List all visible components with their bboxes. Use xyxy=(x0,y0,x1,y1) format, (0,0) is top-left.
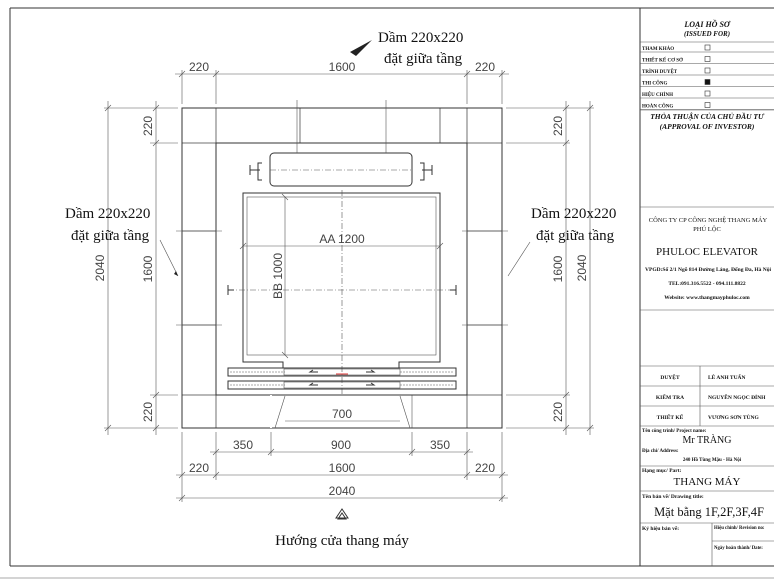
beam-label-right-2: đặt giữa tầng xyxy=(536,228,615,244)
issue-type-checkbox[interactable] xyxy=(704,56,711,62)
door-sills: 700 xyxy=(227,367,457,429)
dim-right-top: 220 xyxy=(551,116,565,136)
car-depth-label: BB 1000 xyxy=(271,253,285,299)
door-clear-dim: 700 xyxy=(332,407,352,421)
beam-label-right: Dầm 220x220 xyxy=(531,206,616,222)
issue-type-label: THI CÔNG xyxy=(642,81,668,87)
dim-bottom-left-220: 220 xyxy=(189,461,209,475)
dim-left-overall: 2040 xyxy=(93,254,107,281)
signature-name: VƯƠNG SƠN TÙNG xyxy=(708,413,759,421)
part-label: Hạng mục/ Part: xyxy=(642,468,682,474)
brand-name: PHULOC ELEVATOR xyxy=(656,246,759,258)
top-dimensions: 220 1600 220 xyxy=(175,60,509,104)
company-phone: TEL:091.316.5522 - 094.111.8822 xyxy=(668,281,746,287)
dim-bottom-2040: 2040 xyxy=(329,484,356,498)
dim-bottom-right-350: 350 xyxy=(430,438,450,452)
beam-label-top-2: đặt giữa tầng xyxy=(384,51,463,67)
dim-bottom-right-220: 220 xyxy=(475,461,495,475)
approval-title: THỎA THUẬN CỦA CHỦ ĐẦU TƯ xyxy=(650,111,765,121)
issue-type-label: HOÀN CÔNG xyxy=(642,104,673,110)
dim-top-left: 220 xyxy=(189,60,209,74)
drawing-title-label: Tên bản vẽ/ Drawing title: xyxy=(642,494,704,500)
dim-top-right: 220 xyxy=(475,60,495,74)
signature-role: DUYỆT xyxy=(660,373,680,381)
beam-label-left-2: đặt giữa tầng xyxy=(71,228,150,244)
counterweight xyxy=(249,100,433,187)
company-name: CÔNG TY CP CÔNG NGHỆ THANG MÁY xyxy=(649,216,768,224)
drawing-title: Mặt bằng 1F,2F,3F,4F xyxy=(654,505,764,519)
beam-label-left: Dầm 220x220 xyxy=(65,206,150,222)
beam-label-top: Dầm 220x220 xyxy=(378,30,463,46)
issue-type-checkbox[interactable] xyxy=(704,102,711,108)
direction-arrow-icon xyxy=(335,508,349,520)
signature-name: NGUYỄN NGỌC ĐỈNH xyxy=(708,393,766,401)
beam-labels: Dầm 220x220 đặt giữa tầng Dầm 220x220 đặ… xyxy=(65,30,616,277)
car-width-label: AA 1200 xyxy=(319,232,365,246)
dim-right-bottom: 220 xyxy=(551,402,565,422)
dim-right-overall: 2040 xyxy=(575,254,589,281)
issue-type-checkbox[interactable] xyxy=(704,79,711,85)
approval-subtitle: (APPROVAL OF INVESTOR) xyxy=(660,122,755,131)
project-name: Mr TRÀNG xyxy=(683,434,732,446)
company-website: Website: www.thangmayphuloc.com xyxy=(664,295,750,301)
address-label: Địa chỉ/ Address: xyxy=(642,449,679,454)
elevator-car: AA 1200 BB 1000 xyxy=(227,190,457,395)
dim-left-middle: 1600 xyxy=(141,255,155,282)
issued-for-title: LOẠI HỒ SƠ xyxy=(683,19,731,29)
drawing-code-label: Ký hiệu bản vẽ: xyxy=(642,526,679,532)
revision-label: Hiệu chỉnh/ Revision no: xyxy=(714,526,765,531)
issued-for-subtitle: (ISSUED FOR) xyxy=(684,30,730,38)
dim-bottom-1600: 1600 xyxy=(329,461,356,475)
issue-type-checkbox[interactable] xyxy=(704,67,711,74)
guide-rail-icon xyxy=(227,285,457,295)
issue-type-label: HIỆU CHỈNH xyxy=(642,92,673,98)
bottom-dimensions: 350 900 350 220 1600 220 2040 xyxy=(176,432,508,502)
dim-left-bottom: 220 xyxy=(141,402,155,422)
left-dimensions: 2040 220 1600 220 xyxy=(93,101,222,435)
issue-type-checkbox[interactable] xyxy=(704,44,711,51)
signature-role: THIẾT KẾ xyxy=(657,413,684,421)
dim-right-middle: 1600 xyxy=(551,255,565,282)
issue-type-label: THIẾT KẾ CƠ SỞ xyxy=(642,58,683,64)
date-label: Ngày hoàn thành/ Date: xyxy=(714,546,763,551)
part-name: THANG MÁY xyxy=(674,476,741,488)
signature-name: LÊ ANH TUẤN xyxy=(708,373,746,381)
sheet-frame xyxy=(0,7,774,579)
issue-type-label: THAM KHẢO xyxy=(642,46,674,52)
right-dimensions: 220 1600 220 2040 xyxy=(462,101,594,435)
project-address: 240 Hồ Tùng Mậu - Hà Nội xyxy=(683,458,742,463)
door-direction-label: Hướng cửa thang máy xyxy=(275,533,409,549)
issue-type-checkbox[interactable] xyxy=(704,90,711,97)
signature-role: KIỂM TRA xyxy=(656,393,684,401)
door-direction: Hướng cửa thang máy xyxy=(275,508,409,549)
dim-top-middle: 1600 xyxy=(329,60,356,74)
office-address: VPGD:Số 2/1 Ngõ 814 Đường Láng, Đống Đa,… xyxy=(645,266,771,273)
dim-bottom-900: 900 xyxy=(331,438,351,452)
project-label: Tên công trình/ Project name: xyxy=(642,429,707,434)
dim-left-top: 220 xyxy=(141,116,155,136)
company-name-2: PHÚ LỘC xyxy=(693,225,721,233)
dim-bottom-left-350: 350 xyxy=(233,438,253,452)
issue-type-label: TRÌNH DUYỆT xyxy=(642,69,678,75)
title-block: LOẠI HỒ SƠ (ISSUED FOR) THAM KHẢO THIẾT K… xyxy=(640,19,774,566)
